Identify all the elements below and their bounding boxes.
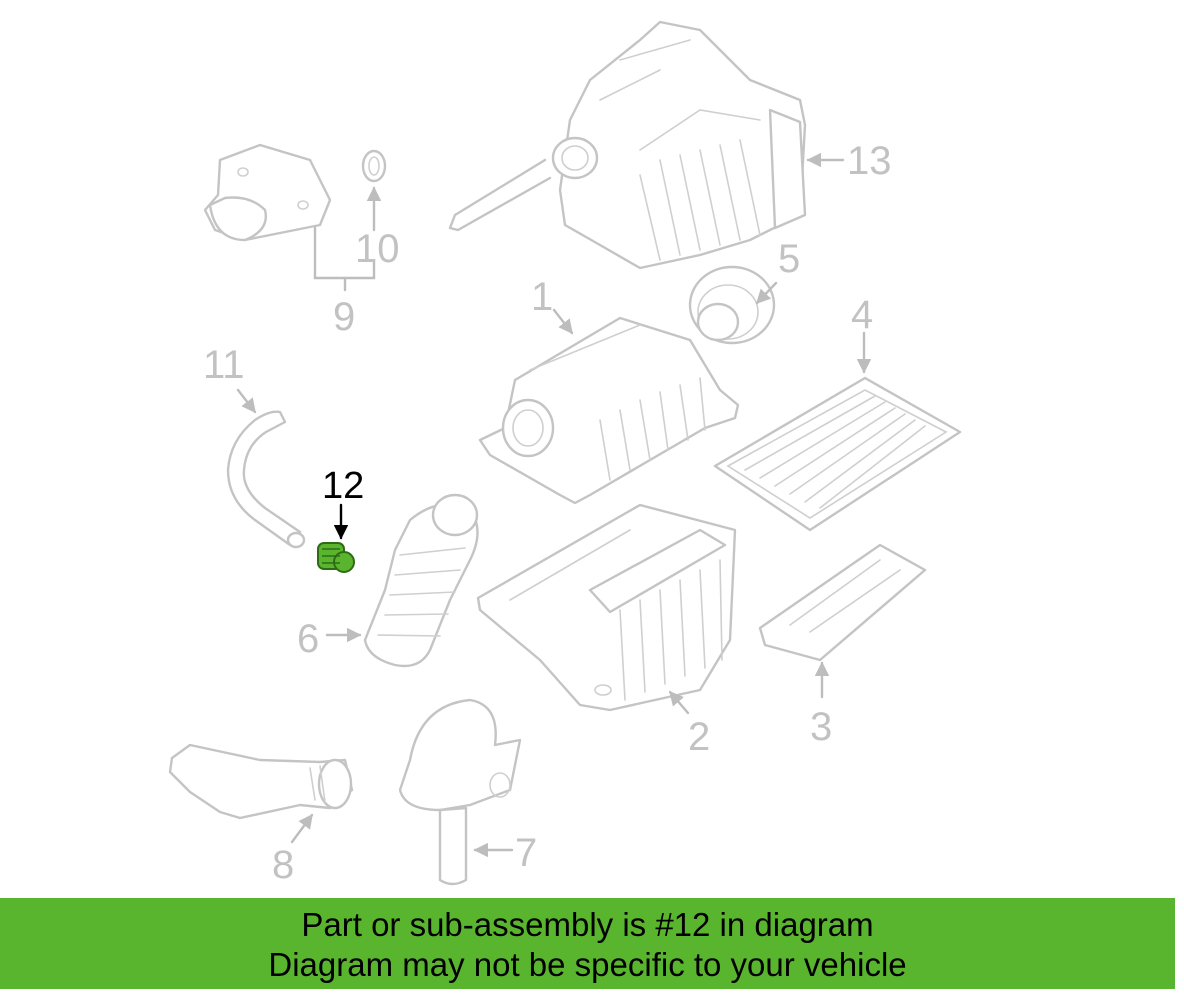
callout-6: 6	[297, 617, 319, 661]
part-7-elbow-duct	[398, 698, 522, 886]
part-10-o-ring	[361, 149, 387, 183]
parts-diagram: 1 2 3 4 5 6 7 8 9 10 11 12 13	[168, 20, 962, 887]
info-banner: Part or sub-assembly is #12 in diagram D…	[0, 898, 1175, 989]
part-2-lower-housing	[476, 503, 737, 712]
leader-lines	[236, 152, 872, 858]
part-8-air-duct	[168, 743, 354, 820]
callout-10: 10	[355, 227, 400, 271]
part-5-grommet	[688, 265, 776, 345]
callout-labels: 1 2 3 4 5 6 7 8 9 10 11 12 13	[203, 139, 892, 887]
callout-11: 11	[203, 343, 245, 387]
part-4-air-filter	[713, 376, 962, 532]
callout-4: 4	[851, 293, 873, 337]
callout-9: 9	[333, 295, 355, 339]
callout-7: 7	[515, 831, 537, 875]
callout-12: 12	[322, 465, 364, 507]
callout-2: 2	[688, 715, 710, 759]
part-1-air-cleaner-cover	[478, 316, 740, 505]
callout-1: 1	[531, 275, 553, 319]
banner-line-2: Diagram may not be specific to your vehi…	[268, 946, 907, 983]
callout-8: 8	[272, 843, 294, 887]
part-9-intake-duct	[203, 143, 332, 242]
callout-5: 5	[778, 237, 800, 281]
part-12-sensor	[317, 542, 355, 573]
part-11-hose	[226, 410, 306, 549]
callout-3: 3	[810, 705, 832, 749]
banner-line-1: Part or sub-assembly is #12 in diagram	[301, 906, 874, 943]
part-6-intake-bellows	[363, 493, 479, 668]
part-13-air-cleaner-assembly	[448, 20, 807, 270]
callout-13: 13	[847, 139, 892, 183]
part-3-cover-plate	[758, 543, 927, 662]
